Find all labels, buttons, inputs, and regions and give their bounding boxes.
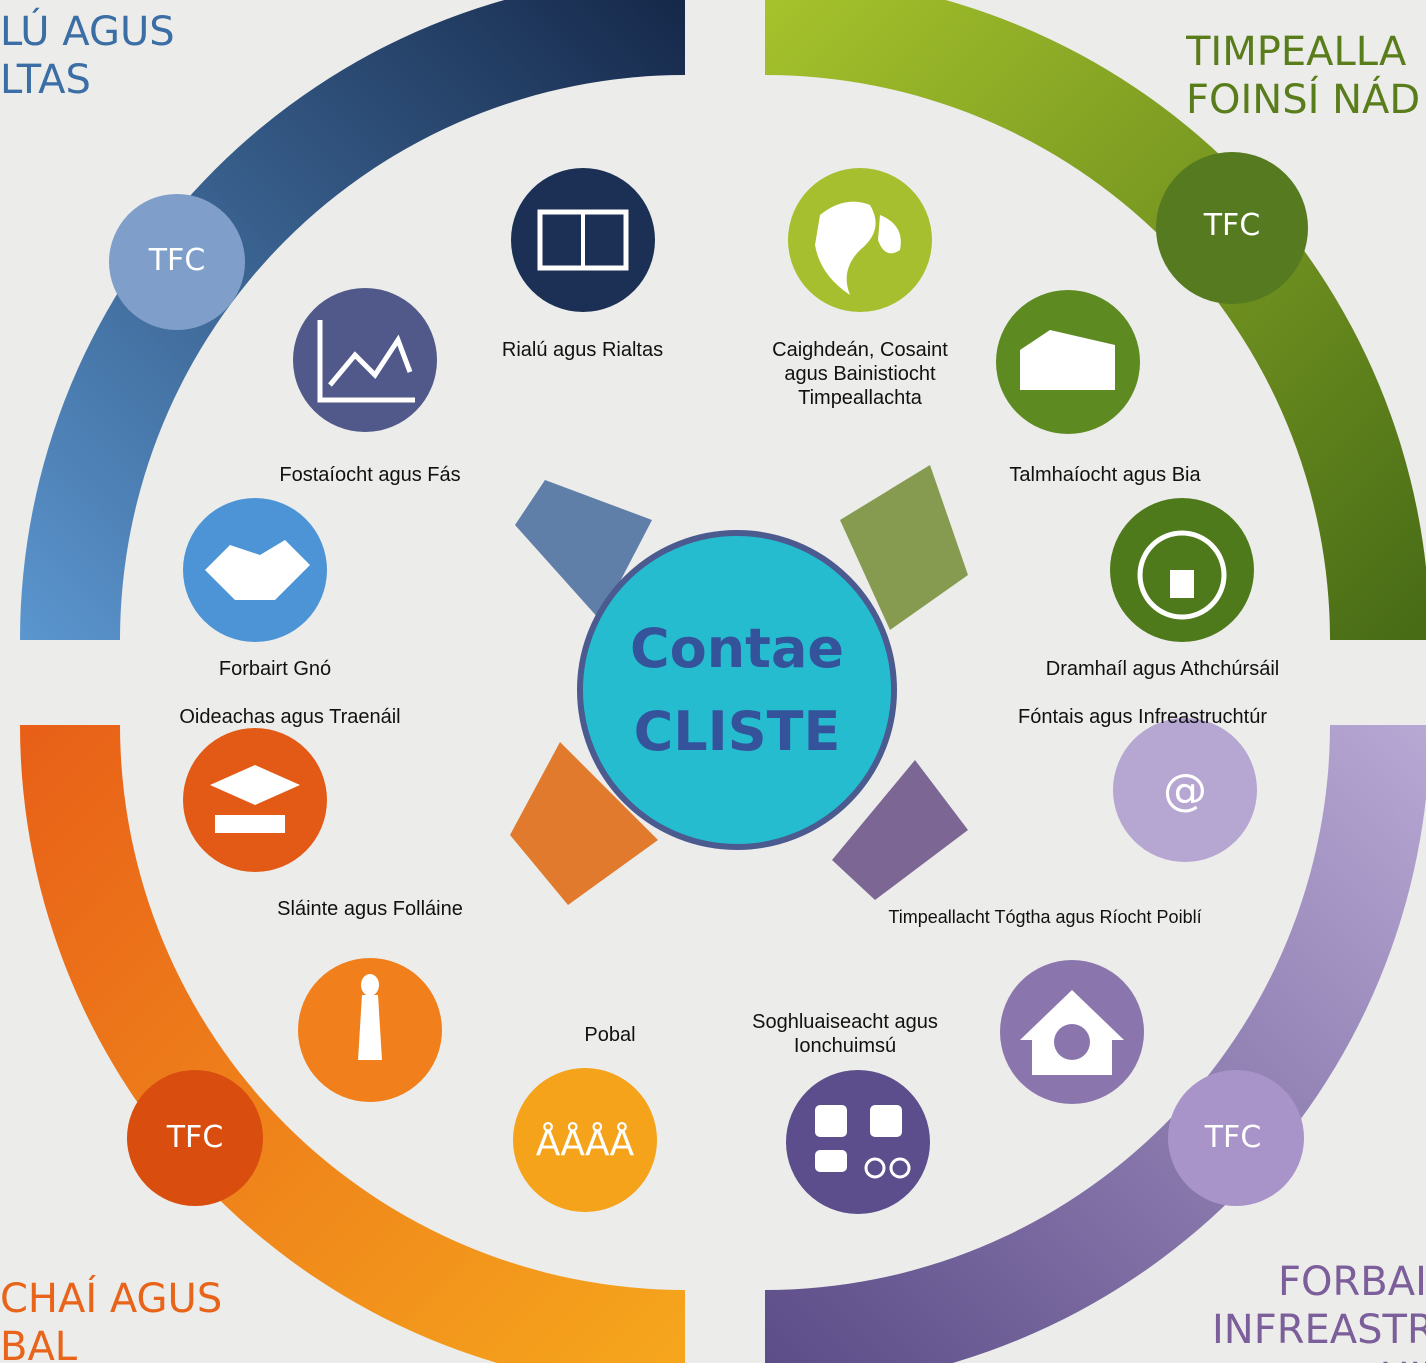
corner-title-bottom-left: CHAÍ AGUS BAL: [0, 1275, 222, 1363]
label-forbairt: Forbairt Gnó: [218, 658, 332, 680]
corner-title-bottom-right: FORBAIR INFREASTRU UIL: [1212, 1258, 1426, 1363]
label-oideachas: Oideachas agus Traenáil: [179, 706, 401, 728]
diamond-purple: [832, 760, 968, 900]
corner-title-top-right-line1: TIMPEALLA: [1186, 29, 1407, 75]
globe-icon: [788, 168, 932, 312]
tfc-label-top-left: TFC: [148, 243, 206, 278]
label-soghluaiseacht: Soghluaiseacht agus Ionchuimsú: [752, 1011, 938, 1057]
book-icon: [511, 168, 655, 312]
house-globe-icon: [1000, 960, 1144, 1104]
corner-title-bottom-right-line2: INFREASTRU: [1212, 1307, 1426, 1353]
tfc-circle-top-left: [109, 194, 245, 330]
label-pobal: Pobal: [584, 1024, 636, 1046]
corner-title-top-left-line1: LÚ AGUS: [0, 9, 175, 55]
people-icon: ÅÅÅÅ: [513, 1068, 657, 1212]
label-timpeallacht-togtha: Timpeallacht Tógtha agus Ríocht Poiblí: [888, 907, 1202, 927]
label-slainte: Sláinte agus Folláine: [277, 898, 463, 920]
label-caighdean: Caighdeán, Cosaint agus Bainistiocht Tim…: [772, 339, 948, 409]
label-dramhail: Dramhaíl agus Athchúrsáil: [1045, 658, 1280, 680]
corner-title-top-left-line2: LTAS: [0, 57, 91, 103]
tfc-circle-bottom-right: [1168, 1070, 1304, 1206]
ring-arc-environment: [765, 0, 1426, 640]
corner-title-top-right: TIMPEALLA FOINSÍ NÁD: [1186, 28, 1426, 124]
tfc-circle-top-right: [1156, 152, 1308, 304]
center-title-line2: CLISTE: [633, 700, 841, 763]
yoga-icon: [298, 958, 442, 1102]
corner-title-bottom-right-line3: UIL: [1212, 1354, 1426, 1363]
corner-title-top-right-line2: FOINSÍ NÁD: [1186, 77, 1421, 123]
greenhouse-icon: [996, 290, 1140, 434]
diamond-green: [840, 465, 968, 630]
graduation-cap-icon: [183, 728, 327, 872]
chart-icon: [293, 288, 437, 432]
corner-title-top-left: LÚ AGUS LTAS: [0, 8, 175, 104]
svg-text:ÅÅÅÅ: ÅÅÅÅ: [536, 1121, 635, 1164]
center-title-line1: Contae: [629, 617, 845, 680]
label-rialu: Rialú agus Rialtas: [501, 339, 664, 361]
tfc-circle-bottom-left: [127, 1070, 263, 1206]
corner-title-bottom-left-line1: CHAÍ AGUS: [0, 1276, 223, 1322]
ring-arc-infrastructure: [765, 725, 1426, 1363]
tfc-label-top-right: TFC: [1203, 208, 1261, 243]
transport-icon: [786, 1070, 930, 1214]
tfc-label-bottom-left: TFC: [166, 1120, 224, 1155]
corner-title-bottom-right-line1: FORBAIR: [1278, 1259, 1426, 1305]
label-fostaiocht: Fostaíocht agus Fás: [279, 464, 461, 486]
svg-text:@: @: [1163, 765, 1207, 816]
ring-arc-community: [20, 725, 685, 1363]
tfc-label-bottom-right: TFC: [1204, 1120, 1262, 1155]
label-fontais: Fóntais agus Infreastruchtúr: [1017, 706, 1267, 728]
recycle-icon: [1110, 498, 1254, 642]
handshake-icon: [183, 498, 327, 642]
center-circle: [577, 530, 897, 850]
corner-title-bottom-left-line2: BAL: [0, 1324, 78, 1363]
label-talmhaiocht: Talmhaíocht agus Bia: [1009, 464, 1201, 486]
diamond-orange: [510, 742, 658, 905]
utilities-icon: @: [1113, 718, 1257, 862]
